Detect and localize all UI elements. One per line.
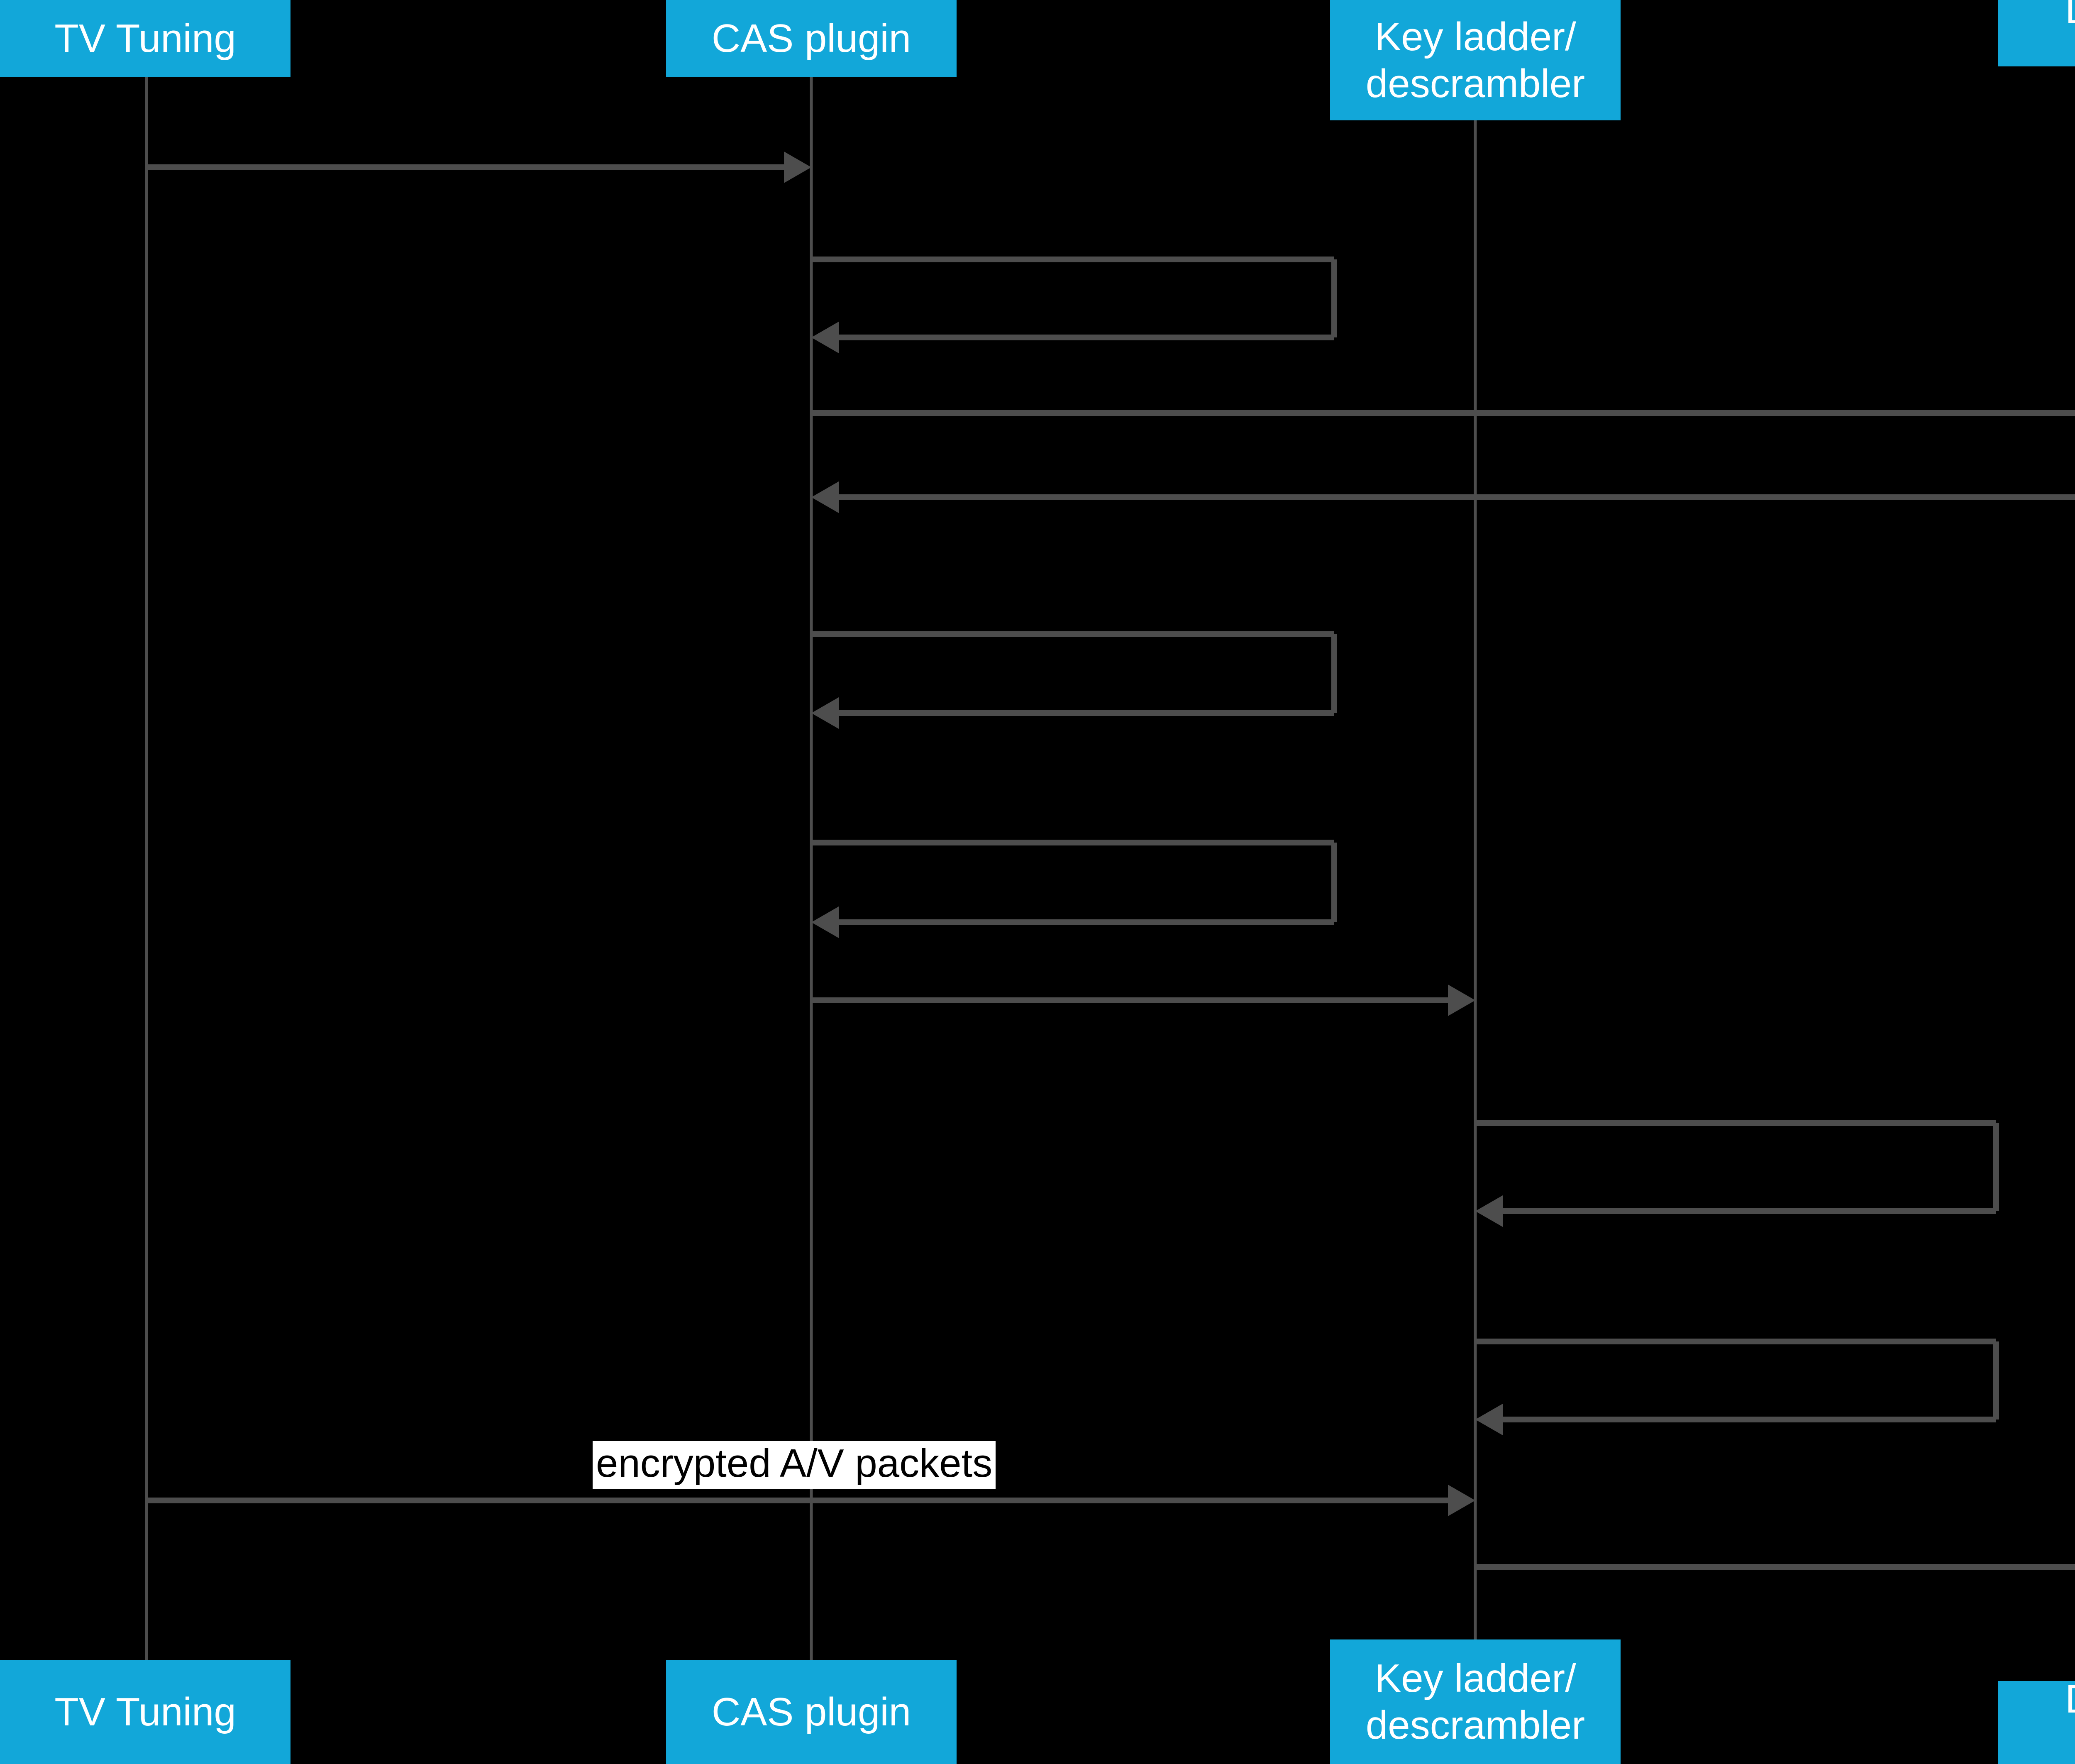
message-msg-7[interactable]	[811, 985, 1475, 1016]
arrowhead	[1448, 1485, 1475, 1516]
message-msg-9[interactable]	[1475, 1339, 1999, 1435]
participant-header-tv-tuning[interactable]: TV Tuning	[0, 0, 290, 77]
message-msg-1[interactable]	[146, 151, 811, 183]
participant-footer-key-ladder[interactable]: Key ladder/ descrambler	[1330, 1639, 1621, 1764]
message-msg-4[interactable]	[811, 481, 2075, 513]
message-label-encrypted-av-packets: encrypted A/V packets	[593, 1441, 996, 1489]
arrowhead	[784, 151, 811, 183]
message-msg-8[interactable]	[1475, 1120, 1999, 1227]
participant-footer-tv-tuning[interactable]: TV Tuning	[0, 1660, 290, 1764]
message-msg-3[interactable]	[811, 397, 2075, 429]
arrowhead	[1475, 1195, 1503, 1227]
message-msg-6[interactable]	[811, 840, 1337, 938]
arrowhead	[811, 697, 839, 729]
arrowhead	[811, 481, 839, 513]
message-msg-2[interactable]	[811, 257, 1337, 353]
arrowhead	[1448, 985, 1475, 1016]
arrowhead	[811, 322, 839, 353]
message-msg-5[interactable]	[811, 631, 1337, 729]
message-msg-10[interactable]	[146, 1485, 1475, 1516]
participant-header-cas-plugin[interactable]: CAS plugin	[666, 0, 957, 77]
lifelines-group	[145, 77, 1477, 1660]
message-msg-11[interactable]	[1475, 1551, 2075, 1583]
participant-footer-decode-display[interactable]: Decode, display	[1998, 1677, 2075, 1764]
arrowhead	[811, 906, 839, 938]
arrowhead	[1475, 1404, 1503, 1435]
participant-header-decode-display[interactable]: Decode, display	[1998, 0, 2075, 66]
participant-footer-cas-plugin[interactable]: CAS plugin	[666, 1660, 957, 1764]
participant-header-key-ladder[interactable]: Key ladder/ descrambler	[1330, 0, 1621, 120]
messages-group	[146, 151, 2075, 1583]
